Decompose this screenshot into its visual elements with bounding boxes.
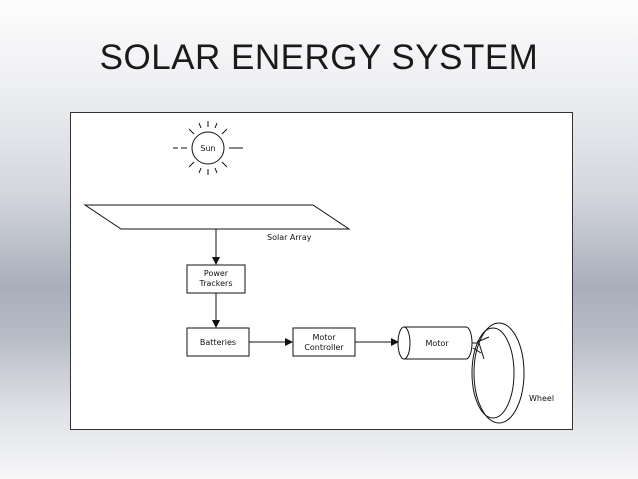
solar-array: Solar Array <box>83 204 351 242</box>
power-trackers-label-line2: Trackers <box>198 279 232 288</box>
wheel-label: Wheel <box>529 394 554 403</box>
batteries-box: Batteries <box>186 327 250 357</box>
batteries-label: Batteries <box>200 338 236 347</box>
sun-icon: Sun <box>173 121 243 175</box>
system-diagram: Sun Solar Array Power Trackers Batteries… <box>70 112 573 430</box>
wheel-icon: Wheel <box>471 322 554 424</box>
motor-cylinder: Motor <box>397 326 479 360</box>
power-trackers-label-line1: Power <box>204 269 229 278</box>
power-trackers-box: Power Trackers <box>186 264 246 294</box>
motor-controller-label-line2: Controller <box>304 343 344 352</box>
sun-label: Sun <box>200 144 215 153</box>
solar-array-label: Solar Array <box>267 233 312 242</box>
slide-title: SOLAR ENERGY SYSTEM <box>99 38 539 77</box>
motor-controller-label-line1: Motor <box>312 333 336 342</box>
motor-label: Motor <box>425 339 449 348</box>
motor-controller-box: Motor Controller <box>292 327 356 357</box>
